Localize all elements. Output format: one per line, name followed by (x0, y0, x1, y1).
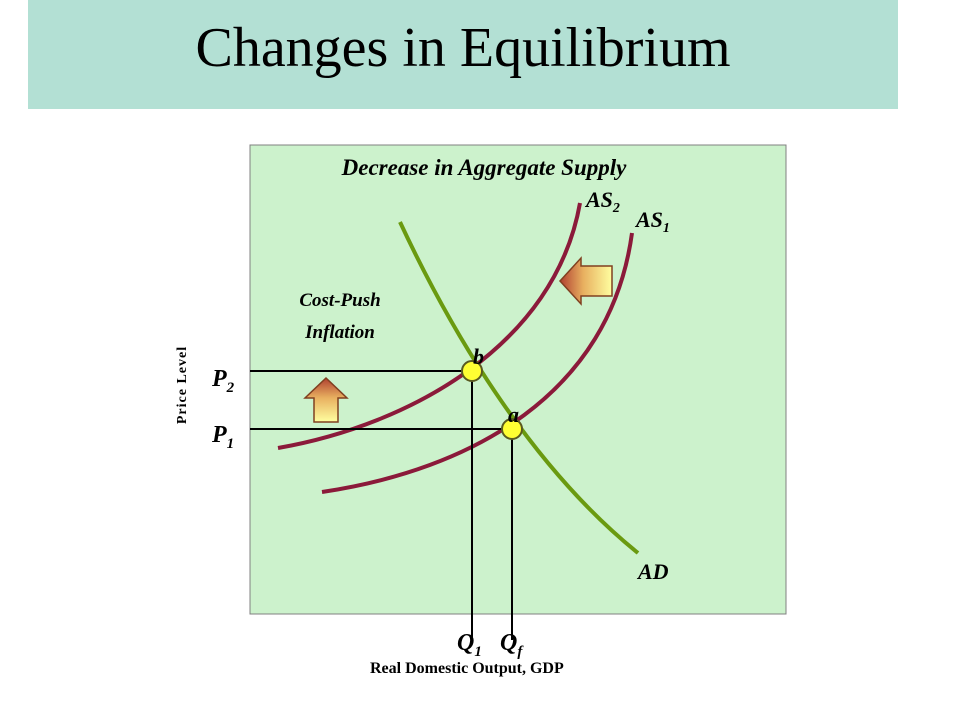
annotation-line-2: Inflation (304, 322, 375, 343)
title-band: Changes in Equilibrium (28, 0, 898, 109)
p1-label: P1 (211, 422, 234, 452)
point-a-label: a (508, 402, 519, 427)
as1-curve (321, 232, 634, 494)
qf-label: Qf (500, 630, 524, 660)
ad-curve (398, 221, 640, 555)
p2-label: P2 (211, 366, 235, 396)
q1-label: Q1 (457, 630, 482, 660)
x-axis-label: Real Domestic Output, GDP (370, 660, 564, 677)
y-axis-label: Price Level (175, 345, 190, 425)
left-arrow-icon (558, 256, 613, 306)
as2-label: AS2 (584, 187, 620, 216)
up-arrow-icon (303, 376, 349, 423)
equilibrium-point-a (501, 418, 523, 440)
annotation-line-1: Cost-Push (299, 290, 380, 311)
diagram-subtitle: Decrease in Aggregate Supply (341, 155, 627, 180)
ad-label: AD (636, 559, 669, 584)
equilibrium-point-b (461, 360, 483, 382)
point-b-label: b (473, 344, 484, 369)
slide-title: Changes in Equilibrium (195, 17, 731, 79)
plot-area (249, 144, 787, 615)
as1-label: AS1 (634, 207, 670, 236)
